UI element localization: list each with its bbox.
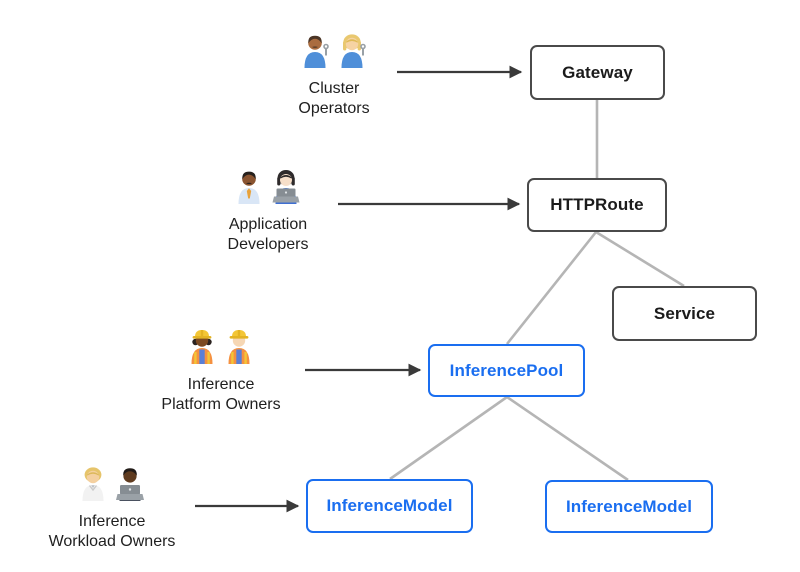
node-service: Service — [612, 286, 757, 341]
persona-inference-platform-owners-label: Inference Platform Owners — [136, 375, 306, 415]
mechanics-emoji — [304, 34, 366, 68]
node-gateway-label: Gateway — [562, 62, 633, 82]
edge-inferencepool-inferencemodel-right — [506, 395, 629, 482]
actor-arrows — [195, 65, 523, 513]
persona-inference-workload-owners: Inference Workload Owners 🧑🏼‍⚕️👨🏿‍💻 — [27, 463, 197, 552]
node-gateway: Gateway — [530, 45, 665, 100]
persona-label-line: Operators — [298, 100, 370, 117]
node-service-label: Service — [653, 303, 716, 323]
persona-label-line: Platform Owners — [161, 396, 281, 413]
node-inferencemodel-right-label: InferenceModel — [565, 496, 693, 516]
persona-application-developers: Application Developers 👨🏾‍💼👩🏻‍💻 — [183, 166, 353, 255]
node-httproute-label: HTTPRoute — [550, 195, 644, 214]
node-inferencemodel-left-label: InferenceModel — [326, 496, 453, 515]
construction-workers-emoji — [191, 330, 250, 364]
man-technologist-icon — [116, 468, 144, 501]
node-inferencemodel-left: InferenceModel — [306, 479, 473, 533]
edge-httproute-inferencepool — [505, 231, 598, 345]
node-inferencemodel-right: InferenceModel — [545, 480, 713, 533]
persona-label-line: Cluster — [308, 80, 360, 97]
persona-label-line: Inference — [78, 513, 146, 530]
persona-label-line: Inference — [187, 376, 255, 393]
persona-label-line: Workload Owners — [48, 533, 176, 550]
edge-httproute-service — [595, 230, 685, 288]
man-office-worker-icon — [238, 171, 260, 204]
health-worker-icon — [82, 467, 104, 501]
resource-connectors — [389, 100, 685, 482]
persona-application-developers-label: Application Developers — [183, 215, 353, 255]
persona-cluster-operators: Cluster Operators 👨🏽‍🔧👩🏼‍🔧 — [249, 30, 419, 119]
persona-label-line: Application — [228, 216, 308, 233]
woman-mechanic-icon — [341, 34, 366, 68]
woman-construction-worker-icon — [191, 330, 213, 364]
persona-inference-workload-owners-label: Inference Workload Owners — [27, 512, 197, 552]
node-httproute: HTTPRoute — [527, 178, 667, 232]
workload-owners-emoji — [82, 467, 144, 501]
man-construction-worker-icon — [228, 330, 250, 364]
node-inferencepool: InferencePool — [428, 344, 585, 397]
man-mechanic-icon — [304, 35, 329, 68]
persona-label-line: Developers — [227, 236, 309, 253]
persona-cluster-operators-label: Cluster Operators — [249, 79, 419, 119]
woman-technologist-icon — [272, 170, 300, 204]
persona-inference-platform-owners: Inference Platform Owners 👷🏾‍♀️👷🏻 — [136, 326, 306, 415]
developers-emoji — [238, 170, 300, 204]
edge-inferencepool-inferencemodel-left — [389, 395, 508, 481]
node-inferencepool-label: InferencePool — [449, 360, 564, 380]
